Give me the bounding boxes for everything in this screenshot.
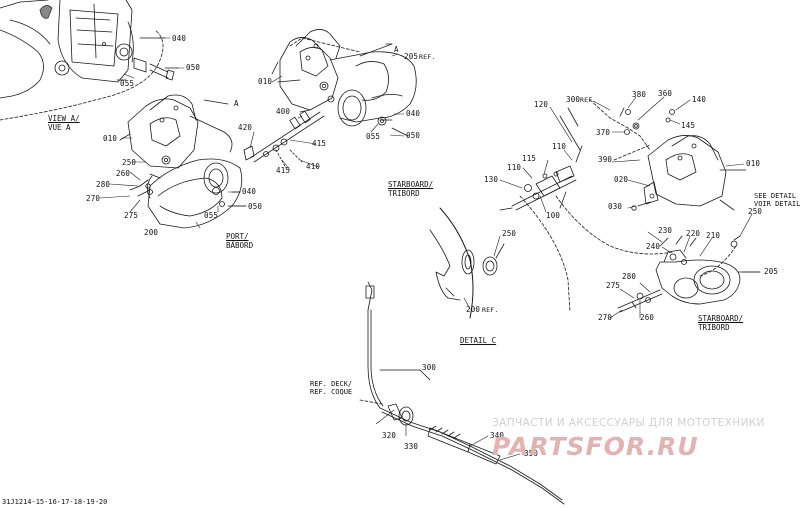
part-label-050: 050 [406,131,421,140]
part-label-250: 250 [748,207,763,216]
part-label-205: 205 [404,52,419,61]
part-label-055: 055 [204,211,219,220]
part-label-110: 110 [507,163,522,172]
part-label-250: 250 [122,158,137,167]
part-label-030: 030 [608,202,623,211]
upper-bracket-assembly [271,29,417,137]
part-label-130: 130 [484,175,499,184]
part-label-280: 280 [622,272,637,281]
detail-c-title: DETAIL C [460,336,497,345]
part-label-210: 210 [706,231,721,240]
view-a-title-en: VIEW A/ [48,114,80,123]
right-nozzle-assembly [617,235,761,313]
part-label-115: 115 [522,154,537,163]
part-label-145: 145 [681,121,696,130]
part-label-410: 410 [306,162,321,171]
watermark-tagline: ЗАПЧАСТИ И АКСЕССУАРЫ ДЛЯ МОТОТЕХНИКИ [492,417,765,429]
watermark-brand-logo: PARTSFOR.RU [492,432,699,461]
part-label-300-ref-note: REF. [580,96,597,104]
part-label-200-ref: REF. [482,306,499,314]
part-label-270: 270 [598,313,613,322]
part-label-280: 280 [96,180,111,189]
part-label-010: 010 [103,134,118,143]
part-label-230: 230 [658,226,673,235]
part-label-100: 100 [546,211,561,220]
starboard-note-lower-fr: TRIBORD [698,323,730,332]
starboard-note-upper: STARBOARD/ TRIBORD [388,180,433,198]
part-label-300-ref: 300 [566,95,581,104]
see-detail-note: SEE DETAIL C/ VOIR DETAIL C [754,192,800,208]
part-label-260: 260 [640,313,655,322]
ref-deck-note: REF. DECK/ REF. COQUE [310,380,352,396]
part-label-400: 400 [276,107,291,116]
part-label-240: 240 [646,242,661,251]
document-id: 31J1214-15-16-17-18-19-20 [2,498,108,506]
view-a-title: VIEW A/ VUE A [48,114,80,132]
starboard-note-lower: STARBOARD/ TRIBORD [698,314,743,332]
ref-deck-note-fr: REF. COQUE [310,388,353,396]
part-label-390: 390 [598,155,613,164]
port-note: PORT/ BÂBORD [226,232,253,250]
part-label-200: 200 [144,228,159,237]
view-a-title-fr: VUE A [48,123,71,132]
part-label-250: 250 [502,229,517,238]
part-label-415: 415 [276,166,291,175]
part-label-020: 020 [614,175,629,184]
part-label-205-ref: REF. [419,53,436,61]
cable-hardware-group [243,109,325,169]
view-arrow-a: A [394,45,399,54]
part-label-010: 010 [258,77,273,86]
part-label-050: 050 [186,63,201,72]
leader-lines [99,37,761,461]
part-label-260: 260 [116,169,131,178]
part-label-110: 110 [552,142,567,151]
part-label-350: 350 [524,449,539,458]
part-label-380: 380 [632,90,647,99]
part-label-270: 270 [86,194,101,203]
right-bracket-assembly [631,135,747,211]
port-note-fr: BÂBORD [226,241,254,250]
port-note-en: PORT/ [226,232,249,241]
part-label-415: 415 [312,139,327,148]
part-label-340: 340 [490,431,505,440]
part-label-370: 370 [596,128,611,137]
part-label-275: 275 [606,281,621,290]
steering-cable [359,281,565,505]
part-label-010: 010 [746,159,761,168]
part-label-055: 055 [120,79,135,88]
cable-route [555,195,737,277]
part-label-040: 040 [406,109,421,118]
part-label-330: 330 [404,442,419,451]
part-label-220: 220 [686,229,701,238]
starboard-note-upper-en: STARBOARD/ [388,180,434,189]
part-label-050: 050 [248,202,263,211]
part-label-055: 055 [366,132,381,141]
steering-tube-group [499,145,583,211]
part-label-320: 320 [382,431,397,440]
left-bracket-assembly [119,94,247,229]
part-label-140: 140 [692,95,707,104]
part-label-040: 040 [172,34,187,43]
starboard-note-lower-en: STARBOARD/ [698,314,744,323]
part-label-200: 200 [466,305,481,314]
view-a-inset [0,0,179,121]
part-label-420: 420 [238,123,253,132]
part-label-040: 040 [242,187,257,196]
see-detail-note-en: SEE DETAIL C/ [754,192,800,200]
part-label-205: 205 [764,267,779,276]
starboard-note-upper-fr: TRIBORD [388,189,420,198]
part-label-360: 360 [658,89,673,98]
right-upper-hardware [559,99,675,161]
part-label-300: 300 [422,363,437,372]
ref-deck-note-en: REF. DECK/ [310,380,353,388]
see-detail-note-fr: VOIR DETAIL C [754,200,800,208]
view-arrow-a: A [234,99,239,108]
part-label-275: 275 [124,211,139,220]
part-label-120: 120 [534,100,549,109]
detail-c-view [429,195,571,319]
